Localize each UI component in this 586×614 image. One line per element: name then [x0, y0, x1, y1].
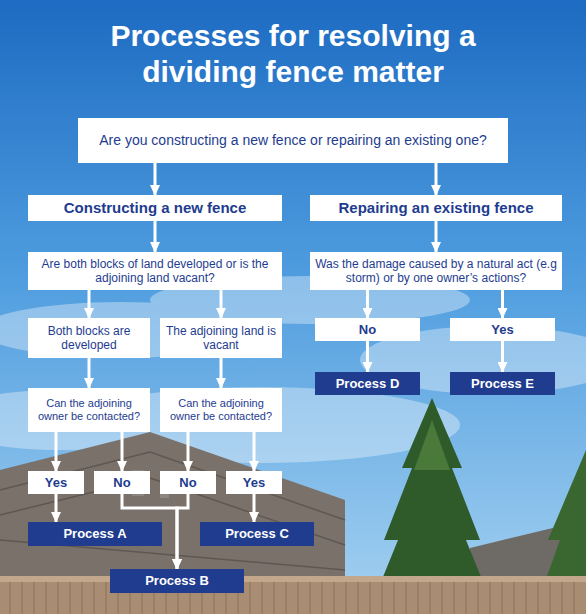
connector-arrow — [366, 341, 369, 372]
node-text: Process D — [336, 376, 400, 392]
node-text: Both blocks are developed — [33, 324, 145, 353]
fence-rail — [0, 576, 586, 582]
process-box: Process D — [315, 372, 420, 395]
process-box: Process C — [200, 522, 314, 546]
fence-boards — [0, 582, 586, 614]
connector-arrow — [88, 358, 91, 388]
answer-box: No — [315, 318, 420, 341]
node-text: Yes — [243, 475, 265, 491]
node-text: Process E — [471, 376, 534, 392]
answer-box: Yes — [450, 318, 555, 341]
node-text: No — [113, 475, 130, 491]
node-text: Yes — [491, 322, 513, 338]
answer-box: Yes — [28, 471, 84, 494]
node-text: Was the damage caused by a natural act (… — [315, 257, 557, 286]
process-box: Process E — [450, 372, 555, 395]
house-roof — [0, 432, 586, 614]
node-text: Are you constructing a new fence or repa… — [99, 132, 487, 149]
question-box: Was the damage caused by a natural act (… — [310, 252, 562, 290]
tree-crown — [372, 398, 492, 604]
clouds — [0, 276, 586, 463]
answer-box: No — [160, 471, 216, 494]
node-text: No — [179, 475, 196, 491]
connector-arrow — [154, 163, 157, 195]
node-text: Constructing a new fence — [64, 199, 247, 217]
node-text: Process A — [63, 526, 126, 542]
answer-box: Both blocks are developed — [28, 318, 150, 358]
connector-arrow — [220, 358, 223, 388]
question-box: Are you constructing a new fence or repa… — [78, 118, 508, 163]
node-text: Can the adjoining owner be contacted? — [33, 397, 145, 423]
process-box: Process A — [28, 522, 162, 546]
connector-arrow — [435, 221, 438, 252]
branch-box: Repairing an existing fence — [310, 195, 562, 221]
connector-arrow — [501, 290, 504, 318]
connector-arrow — [88, 290, 91, 318]
node-text: Can the adjoining owner be contacted? — [165, 397, 277, 423]
node-text: Repairing an existing fence — [338, 199, 533, 217]
connector-arrow — [154, 221, 157, 252]
connector-arrow — [121, 432, 124, 471]
wooden-fence — [0, 576, 586, 614]
node-text: No — [359, 322, 376, 338]
connector-arrow — [177, 494, 188, 569]
node-text: Process B — [145, 573, 209, 589]
connector-arrow — [253, 432, 256, 471]
connector-arrow — [366, 290, 369, 318]
connector-arrow — [253, 494, 256, 522]
fence-plank-lines — [10, 582, 574, 614]
branch-box: Constructing a new fence — [28, 195, 282, 221]
node-text: Process C — [225, 526, 289, 542]
node-text: Are both blocks of land developed or is … — [33, 257, 277, 286]
connector-arrow — [55, 494, 58, 522]
node-text: Yes — [45, 475, 67, 491]
shingle-line — [150, 452, 345, 520]
roof-shingles — [0, 452, 345, 570]
connector-arrow — [501, 341, 504, 372]
connector-arrow — [55, 432, 58, 471]
answer-box: Yes — [226, 471, 282, 494]
node-text: The adjoining land is vacant — [165, 324, 277, 353]
connector-arrow — [187, 432, 190, 471]
connector-arrow — [435, 163, 438, 195]
connector-arrow — [220, 290, 223, 318]
question-box: Are both blocks of land developed or is … — [28, 252, 282, 290]
answer-box: No — [94, 471, 150, 494]
tree-highlight — [414, 420, 450, 470]
question-box: Can the adjoining owner be contacted? — [28, 388, 150, 432]
question-box: Can the adjoining owner be contacted? — [160, 388, 282, 432]
diagram-title: Processes for resolving a dividing fence… — [0, 18, 586, 90]
answer-box: The adjoining land is vacant — [160, 318, 282, 358]
process-box: Process B — [110, 569, 244, 593]
